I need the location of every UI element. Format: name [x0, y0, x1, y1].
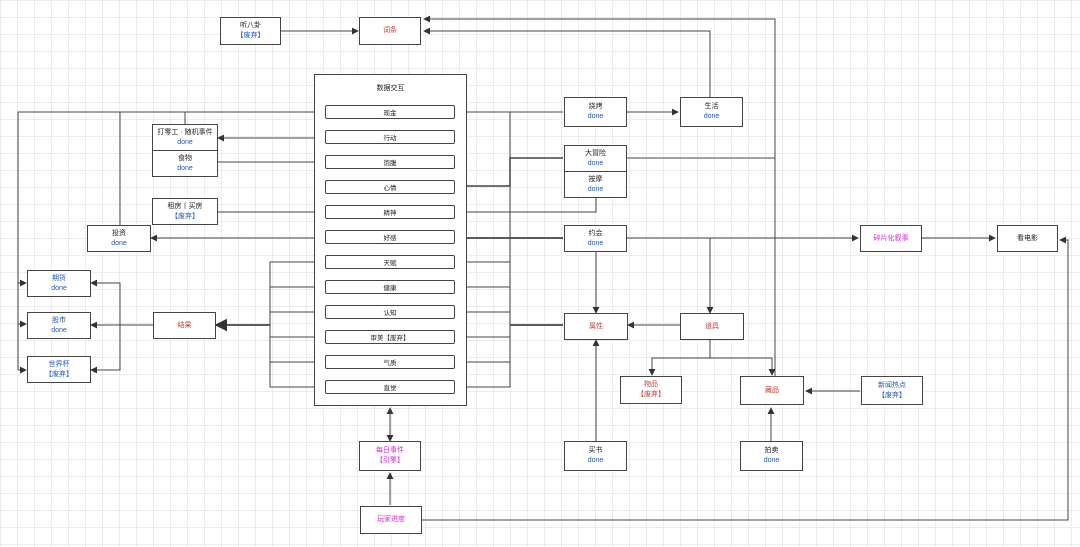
node-label: 物品: [644, 381, 658, 388]
node-invest[interactable]: 投资 done: [87, 225, 151, 252]
node-buy-book[interactable]: 买书 done: [564, 441, 627, 471]
node-label: 期货: [52, 274, 66, 282]
node-wordbank[interactable]: 词条: [359, 17, 421, 45]
node-auction[interactable]: 拍卖 done: [740, 441, 803, 471]
node-status: 【废弃】: [236, 32, 265, 39]
node-label: 烧烤: [588, 103, 603, 110]
node-label: 拍卖: [764, 447, 779, 454]
node-label: 约会: [588, 229, 603, 237]
node-futures[interactable]: 期货 done: [27, 270, 91, 297]
connector: [184, 111, 325, 124]
attr-item-health[interactable]: 健康: [325, 280, 455, 294]
attr-item-affection[interactable]: 好感: [325, 230, 455, 244]
node-food[interactable]: 食物 done: [152, 150, 218, 177]
node-status: done: [51, 284, 67, 292]
connector: [627, 237, 714, 314]
node-movie[interactable]: 看电影: [997, 225, 1058, 252]
node-news[interactable]: 新闻热点 【废弃】: [861, 376, 923, 405]
node-settlement[interactable]: 结果: [153, 312, 216, 339]
node-label: 藏品: [765, 386, 779, 394]
node-date[interactable]: 约会 done: [564, 225, 627, 252]
node-label: 碎片化叙事: [873, 234, 909, 242]
node-label: 大冒险: [585, 149, 606, 157]
node-label: 打零工 · 随机事件: [157, 128, 213, 136]
node-label: 听八卦: [240, 22, 261, 29]
attr-item-spirit[interactable]: 精神: [325, 205, 455, 219]
node-goods[interactable]: 物品 【废弃】: [620, 376, 682, 404]
node-label: 食物: [178, 154, 192, 162]
node-daily-event[interactable]: 每日事件 【引擎】: [359, 441, 421, 471]
node-status: done: [587, 185, 604, 193]
connector: [119, 111, 325, 225]
node-label: 生活: [704, 103, 719, 110]
node-status: done: [111, 239, 127, 247]
node-label: 看电影: [1017, 234, 1038, 242]
attr-item-cash[interactable]: 现金: [325, 105, 455, 119]
node-life[interactable]: 生活 done: [680, 97, 743, 127]
node-label: 投资: [112, 229, 126, 237]
node-status: done: [703, 113, 720, 120]
attr-item-temperament[interactable]: 气质: [325, 355, 455, 369]
connector: [710, 357, 776, 376]
node-status: done: [177, 164, 193, 172]
connector: [648, 340, 711, 376]
node-label: 结果: [177, 321, 192, 329]
node-status: done: [51, 326, 67, 334]
attr-item-satiety[interactable]: 饱腹: [325, 155, 455, 169]
node-fragment-narrative[interactable]: 碎片化叙事: [860, 225, 922, 252]
connector: [90, 325, 121, 374]
node-stock[interactable]: 股市 done: [27, 312, 91, 339]
node-status: done: [587, 159, 604, 167]
node-worldcup[interactable]: 世界杯 【废弃】: [27, 356, 91, 383]
connector: [90, 279, 153, 326]
node-label: 每日事件: [376, 447, 404, 454]
node-status: 【废弃】: [637, 391, 665, 398]
node-comfort[interactable]: 按摩 done: [564, 171, 627, 198]
node-label: 词条: [383, 27, 397, 34]
attr-item-aesthetics[interactable]: 审美【废弃】: [325, 330, 455, 344]
node-rent[interactable]: 租房丨买房 【废弃】: [152, 198, 218, 225]
connector: [453, 157, 563, 192]
node-parttime[interactable]: 打零工 · 随机事件 done: [152, 124, 218, 151]
attr-item-action[interactable]: 行动: [325, 130, 455, 144]
node-label: 按摩: [588, 175, 603, 183]
node-label: 股市: [52, 316, 66, 324]
node-status: done: [587, 239, 604, 247]
node-label: 属性: [589, 322, 603, 330]
node-adventure[interactable]: 大冒险 done: [564, 145, 627, 172]
node-status: 【引擎】: [376, 457, 404, 464]
node-collectible[interactable]: 藏品: [740, 376, 804, 405]
node-chat[interactable]: 烧烤 done: [564, 97, 627, 127]
node-attribute[interactable]: 属性: [564, 313, 628, 340]
node-label: 买书: [588, 447, 603, 454]
attr-item-cognition[interactable]: 认知: [325, 305, 455, 319]
node-status: 【废弃】: [45, 370, 73, 378]
node-gossip[interactable]: 听八卦 【废弃】: [220, 17, 281, 45]
module-title: 数据交互: [376, 85, 405, 92]
node-status: done: [587, 457, 604, 464]
node-status: done: [763, 457, 780, 464]
node-status: 【废弃】: [878, 391, 906, 399]
node-label: 新闻热点: [878, 381, 906, 389]
node-status: done: [587, 113, 604, 120]
node-label: 世界杯: [48, 360, 70, 368]
node-label: 租房丨买房: [167, 202, 203, 210]
node-status: done: [177, 138, 193, 146]
node-label: 玩家进度: [377, 516, 405, 523]
attr-item-talent[interactable]: 天赋: [325, 255, 455, 269]
node-status: 【废弃】: [171, 212, 199, 220]
connector: [454, 198, 597, 216]
node-prop[interactable]: 道具: [680, 313, 744, 340]
node-label: 道具: [705, 322, 719, 330]
attr-item-mood[interactable]: 心情: [325, 180, 455, 194]
attr-item-intuition[interactable]: 直觉: [325, 380, 455, 394]
node-player-progress[interactable]: 玩家进度: [360, 506, 422, 534]
